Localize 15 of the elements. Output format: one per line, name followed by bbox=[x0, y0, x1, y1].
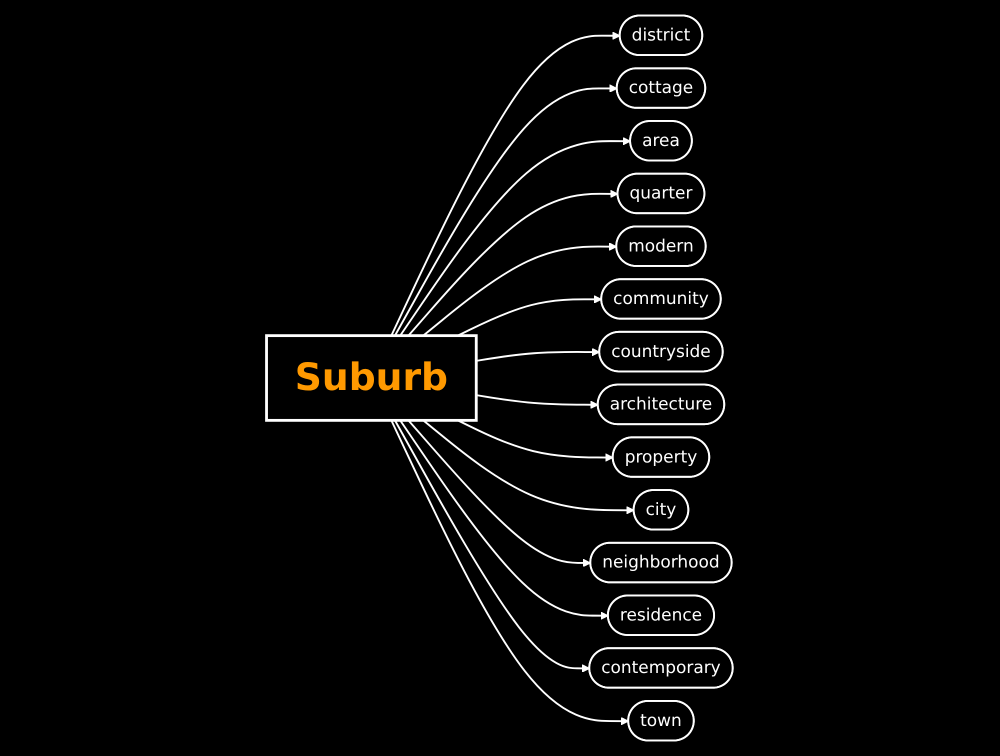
node-box: Suburb bbox=[266, 334, 478, 422]
arrow bbox=[476, 394, 599, 409]
arrow bbox=[423, 242, 618, 336]
arrow bbox=[400, 137, 632, 336]
arrow bbox=[390, 32, 621, 336]
arrow bbox=[394, 420, 590, 673]
arrow bbox=[458, 295, 602, 336]
arrow bbox=[408, 190, 619, 336]
arrow bbox=[400, 420, 610, 620]
arrow bbox=[458, 420, 614, 462]
arrow bbox=[423, 420, 635, 514]
arrow bbox=[394, 84, 618, 336]
arrow bbox=[408, 420, 592, 568]
arrow bbox=[390, 420, 630, 726]
arrow bbox=[476, 348, 600, 362]
